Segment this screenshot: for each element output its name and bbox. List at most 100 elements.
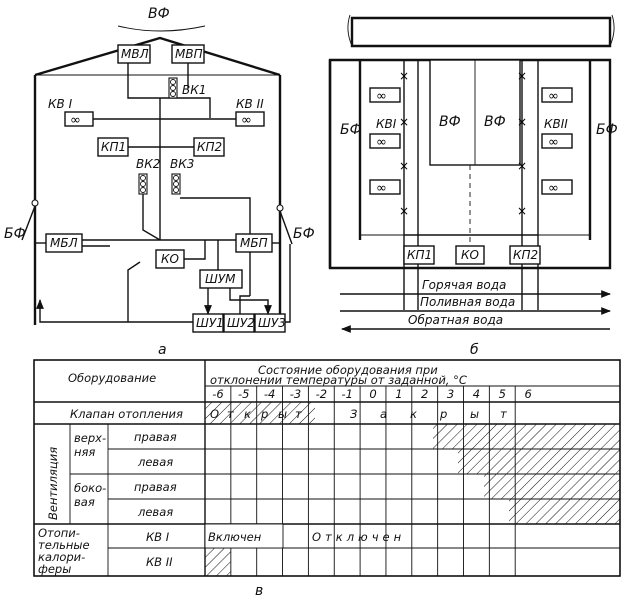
roof-break-right (609, 14, 615, 47)
heaters-label-2: тельные (38, 538, 90, 552)
side-left-label: левая (137, 505, 173, 519)
svg-text:×: × (399, 69, 409, 83)
kp1-label-a: КП1 (101, 140, 126, 154)
state-header-line1: Состояние оборудования при (258, 363, 438, 377)
mvl-valve-box (117, 44, 151, 64)
roof-lantern-b (350, 16, 612, 48)
valve-open-letter: О (210, 407, 219, 421)
kv2-heater-1-icon: ∞ (548, 89, 559, 104)
equipment-header: Оборудование (68, 371, 156, 385)
upper-left-label: левая (137, 455, 173, 469)
vk1-label: ВК1 (182, 83, 206, 97)
side-right-hatch (484, 474, 620, 499)
svg-text:×: × (517, 69, 527, 83)
kp1-box-b (403, 245, 435, 265)
valve-closed-letter: ы (470, 407, 479, 421)
ko-label-a: КО (161, 252, 179, 266)
kv2-label-b: КВII (544, 117, 568, 131)
kp1-label-b: КП1 (407, 248, 432, 262)
upper-right-hatch (433, 424, 620, 449)
diagram-b: ВФ ВФ БФ БФ ∞ КВI ∞ ∞ ∞ КВII ∞ ∞ ×××× ××… (328, 14, 618, 358)
deviation-tick-label: 6 (524, 387, 531, 401)
valve-open-hatch (205, 402, 315, 424)
valve-open-letter: т (295, 407, 302, 421)
wire-return-right (285, 244, 291, 323)
heaters-label-4: феры (38, 562, 71, 576)
deviation-tick-label: -4 (264, 387, 275, 401)
deviation-tick-label: -6 (212, 387, 223, 401)
kv1-heater-2-icon: ∞ (376, 135, 387, 150)
ko-label-b: КО (461, 248, 479, 262)
svg-text:×: × (517, 204, 527, 218)
hot-water-label: Горячая вода (422, 278, 506, 292)
wire-return-left (36, 299, 193, 323)
valve-closed-letter: р (439, 407, 447, 421)
deviation-tick-label: -1 (341, 387, 352, 401)
ko-box-b (455, 245, 485, 265)
wire-shum-shu3 (229, 288, 272, 315)
heaters-label-1: Отопи- (38, 526, 80, 540)
bf-left-label-b: БФ (340, 122, 362, 138)
caption-a: а (158, 342, 167, 358)
deviation-tick-label: 4 (473, 387, 480, 401)
kv1-label-a: КВ I (48, 97, 73, 111)
deviation-tick-label: 1 (395, 387, 402, 401)
kp2-label-b: КП2 (513, 248, 538, 262)
mvl-label: МВЛ (121, 47, 149, 61)
svg-text:×: × (517, 115, 527, 129)
bf-left-hinge (31, 199, 39, 207)
caption-v: в (255, 583, 263, 599)
valve-open-letter: т (227, 407, 234, 421)
kv2-row-label: КВ II (146, 555, 173, 569)
vf2-label-b: ВФ (484, 114, 506, 130)
wire-shu2 (239, 295, 250, 314)
mbl-right-label: МБП (240, 236, 268, 250)
upper-label-2: няя (74, 445, 95, 459)
bf-right-hinge (276, 204, 284, 212)
bf-right-label-b: БФ (596, 122, 618, 138)
side-left-hatch (509, 499, 620, 524)
valve-open-letter: к (244, 407, 251, 421)
kv2-label-a: КВ II (236, 97, 264, 111)
deviation-tick-label: 5 (499, 387, 506, 401)
kv1-heater-1 (369, 87, 401, 103)
shu2-box (223, 313, 255, 333)
valve-closed-letter: т (500, 407, 507, 421)
roof-vent-arc (117, 25, 206, 32)
shum-label: ШУМ (205, 272, 236, 286)
kv1-off-text: Отключен (312, 530, 405, 544)
kv2-heater-icon: ∞ (241, 113, 252, 128)
wire-vk2 (142, 194, 161, 241)
diagram-a: ВФ МВЛ МВП ВК1 КВ I ∞ КВ II ∞ КП1 КП2 (4, 6, 315, 358)
mvp-label: МВП (175, 47, 203, 61)
kv1-heater-3-icon: ∞ (376, 181, 387, 196)
wire-ko (184, 240, 206, 260)
kp2-box-b (509, 245, 541, 265)
bf-right-sash (279, 210, 293, 245)
pipe-valve-marks: ×××× ×××× (399, 69, 527, 218)
deviation-tick-label: -2 (316, 387, 327, 401)
ventilation-label: Вентиляция (46, 447, 60, 520)
caption-b: б (470, 342, 479, 358)
kv1-on-text: Включен (208, 530, 262, 544)
kv2-on-hatch (205, 548, 231, 576)
wire-loop (127, 261, 141, 322)
vk2-label: ВК2 (136, 157, 160, 171)
valve-closed-letter: к (410, 407, 417, 421)
deviation-tick-label: 0 (369, 387, 376, 401)
valve-closed-letter: а (380, 407, 387, 421)
deviation-tick-label: -3 (290, 387, 301, 401)
wire-vk3 (180, 197, 251, 296)
kv2-heater-3 (541, 179, 573, 195)
valve-open-letter: ы (278, 407, 287, 421)
vf-top-label: ВФ (148, 6, 170, 22)
kv1-heater-icon: ∞ (70, 113, 81, 128)
roof-outline-a (34, 36, 281, 77)
kv1-heater-3 (369, 179, 401, 195)
irrigation-water-label: Поливная вода (420, 295, 515, 309)
kv1-label-b: КВI (376, 117, 397, 131)
vk3-label: ВК3 (170, 157, 194, 171)
